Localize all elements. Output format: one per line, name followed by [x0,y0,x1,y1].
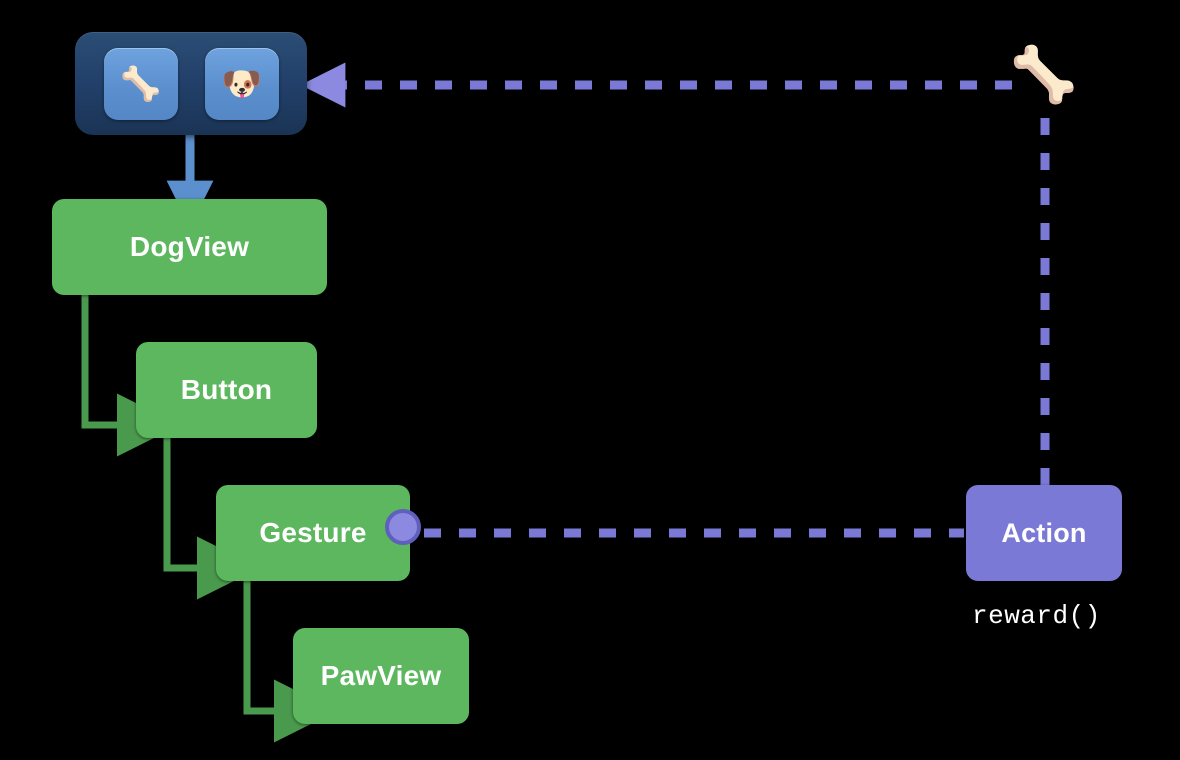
node-action[interactable]: Action [966,485,1122,581]
bone-icon: 🦴 [1010,45,1078,105]
node-dogview[interactable]: DogView [52,199,327,295]
node-label: Action [1001,517,1087,548]
node-label: Button [180,374,273,405]
node-label: PawView [320,660,442,691]
edge-gesture-to-pawview [243,581,337,743]
node-label: Gesture [259,517,367,548]
dog-face-icon[interactable]: 🐶 [204,47,279,120]
node-button[interactable]: Button [136,342,317,438]
gesture-binding-dot[interactable] [385,509,421,545]
edge-dogview-to-button [81,295,180,457]
app-preview-panel[interactable]: 🦴 🐶 [75,32,307,135]
edge-button-to-gesture [163,438,260,600]
reward-function-label: reward() [972,601,1101,631]
node-label: DogView [129,231,250,262]
node-gesture[interactable]: Gesture [216,485,410,581]
bone-icon[interactable]: 🦴 [103,47,178,120]
node-pawview[interactable]: PawView [293,628,469,724]
